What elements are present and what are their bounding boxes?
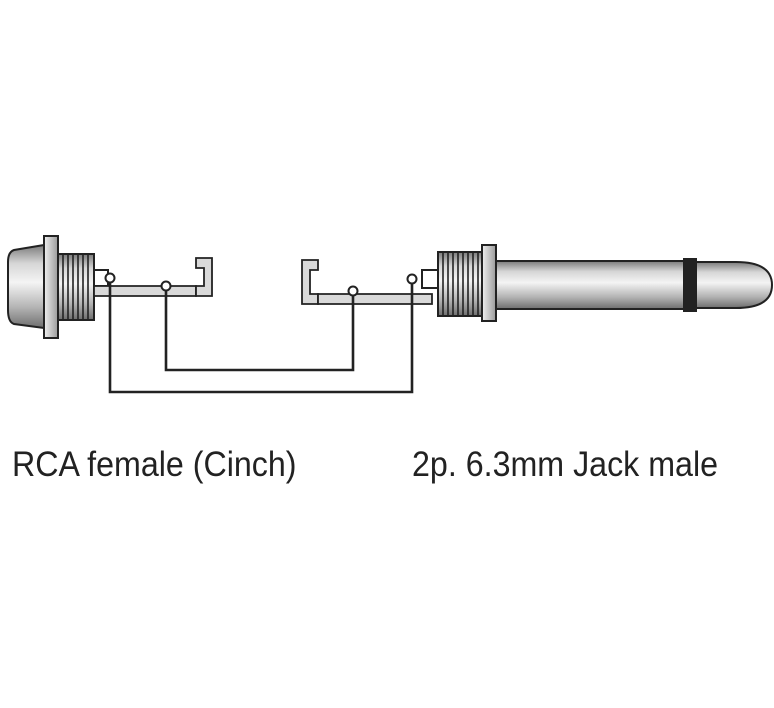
rca-ground-solder-point [160,280,172,292]
jack-tip-pin [421,269,439,289]
jack-thread-lines [442,252,479,316]
jack-thread-body [437,251,483,317]
rca-thread-lines [62,254,89,320]
jack-flange [481,244,497,322]
jack-insulator-ring [683,258,697,312]
jack-male-connector [301,244,774,322]
jack-sleeve-lug [317,293,433,305]
wires [108,283,414,394]
jack-sleeve [495,260,685,310]
rca-flange [43,235,59,339]
wire-ground [164,291,355,372]
jack-tip [695,261,774,309]
jack-male-label: 2p. 6.3mm Jack male [412,445,719,484]
jack-tip-solder-point [406,273,418,285]
rca-pin-solder-point [104,272,116,284]
rca-female-connector [7,235,213,339]
rca-front-cap [7,243,45,330]
wire-signal [108,283,414,394]
jack-lug-hook [301,259,319,305]
rca-female-label: RCA female (Cinch) [12,445,297,484]
jack-sleeve-solder-point [347,285,359,297]
rca-lug-hook [195,257,213,297]
